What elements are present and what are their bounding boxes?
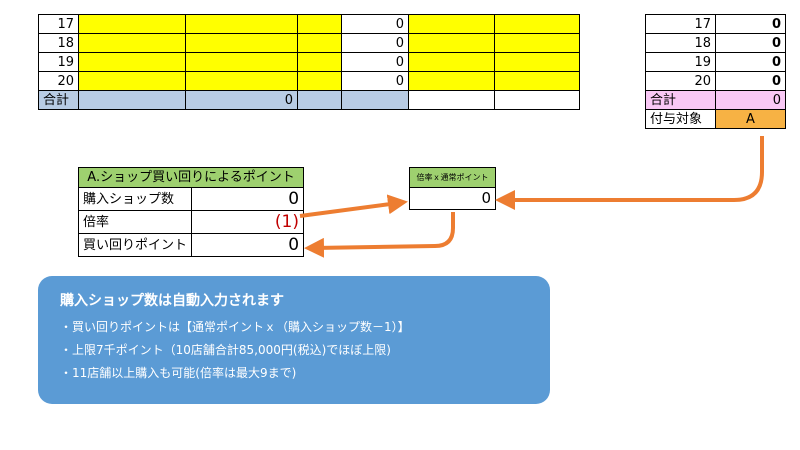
multiplier-box-header[interactable]: 倍率ｘ通常ポイント — [409, 167, 496, 188]
yellow-cell[interactable] — [297, 71, 342, 91]
info-line: ・11店舗以上購入も可能(倍率は最大9まで) — [60, 366, 297, 380]
table-row: 20 0 — [645, 71, 786, 91]
table-row: 18 0 — [645, 33, 786, 53]
yellow-cell[interactable] — [408, 14, 495, 34]
row-number[interactable]: 17 — [38, 14, 79, 34]
value-cell[interactable]: 0 — [341, 33, 409, 53]
row-number[interactable]: 20 — [645, 71, 716, 91]
value-cell[interactable]: 0 — [715, 33, 786, 53]
shop-points-table: A.ショップ買い回りによるポイント 購入ショップ数 0 倍率 (1) 買い回りポ… — [77, 167, 305, 257]
info-line: ・買い回りポイントは【通常ポイントｘ（購入ショップ数－1）】 — [60, 320, 410, 334]
info-panel: 購入ショップ数は自動入力されます ・買い回りポイントは【通常ポイントｘ（購入ショ… — [38, 276, 550, 404]
total-value[interactable]: 0 — [715, 90, 786, 110]
multiplier-box: 倍率ｘ通常ポイント 0 — [409, 167, 496, 210]
total-row: 合計 0 — [645, 90, 786, 110]
arrow-multiplier-cell-to-box — [299, 194, 408, 218]
row-number[interactable]: 20 — [38, 71, 79, 91]
row-number[interactable]: 19 — [38, 52, 79, 72]
yellow-cell[interactable] — [78, 71, 186, 91]
table-row: 購入ショップ数 0 — [77, 187, 305, 211]
yellow-cell[interactable] — [185, 71, 298, 91]
target-label[interactable]: 付与対象 — [645, 109, 716, 129]
yellow-cell[interactable] — [494, 52, 580, 72]
row-number[interactable]: 19 — [645, 52, 716, 72]
yellow-cell[interactable] — [494, 33, 580, 53]
total-cell[interactable] — [297, 90, 342, 110]
info-line: ・上限7千ポイント（10店舗合計85,000円(税込)でほぼ上限) — [60, 343, 391, 357]
value-cell[interactable]: 0 — [715, 71, 786, 91]
yellow-cell[interactable] — [408, 33, 495, 53]
header-row: A.ショップ買い回りによるポイント — [77, 167, 305, 188]
shop-count-value[interactable]: 0 — [191, 187, 305, 211]
total-label[interactable]: 合計 — [645, 90, 716, 110]
yellow-cell[interactable] — [494, 71, 580, 91]
row-number[interactable]: 18 — [645, 33, 716, 53]
points-label[interactable]: 買い回りポイント — [77, 233, 193, 257]
header-row: 倍率ｘ通常ポイント — [409, 167, 496, 188]
right-grid: 17 0 18 0 19 0 20 0 合計 0 付与対象 A — [645, 14, 786, 129]
target-row: 付与対象 A — [645, 109, 786, 129]
arrow-box-to-points — [304, 212, 455, 258]
total-row: 合計 0 — [38, 90, 580, 110]
multiplier-value[interactable]: (1) — [191, 210, 305, 234]
target-value[interactable]: A — [715, 109, 786, 129]
table-row: 18 0 — [38, 33, 580, 53]
table-row: 20 0 — [38, 71, 580, 91]
points-value[interactable]: 0 — [191, 233, 305, 257]
yellow-cell[interactable] — [297, 33, 342, 53]
multiplier-label[interactable]: 倍率 — [77, 210, 193, 234]
info-title: 購入ショップ数は自動入力されます — [60, 293, 284, 309]
table-row: 19 0 — [38, 52, 580, 72]
left-grid: 17 0 18 0 19 0 20 0 合計 0 — [38, 14, 580, 110]
total-value[interactable]: 0 — [185, 90, 298, 110]
yellow-cell[interactable] — [78, 52, 186, 72]
table-row: 買い回りポイント 0 — [77, 233, 305, 257]
empty-cell[interactable] — [494, 90, 580, 110]
total-cell[interactable] — [78, 90, 186, 110]
arrow-target-to-multiplier — [495, 136, 764, 210]
table-row: 倍率 (1) — [77, 210, 305, 234]
shop-points-header[interactable]: A.ショップ買い回りによるポイント — [77, 167, 305, 188]
row-number[interactable]: 18 — [38, 33, 79, 53]
shop-count-label[interactable]: 購入ショップ数 — [77, 187, 193, 211]
empty-cell[interactable] — [408, 90, 495, 110]
yellow-cell[interactable] — [408, 52, 495, 72]
yellow-cell[interactable] — [185, 52, 298, 72]
